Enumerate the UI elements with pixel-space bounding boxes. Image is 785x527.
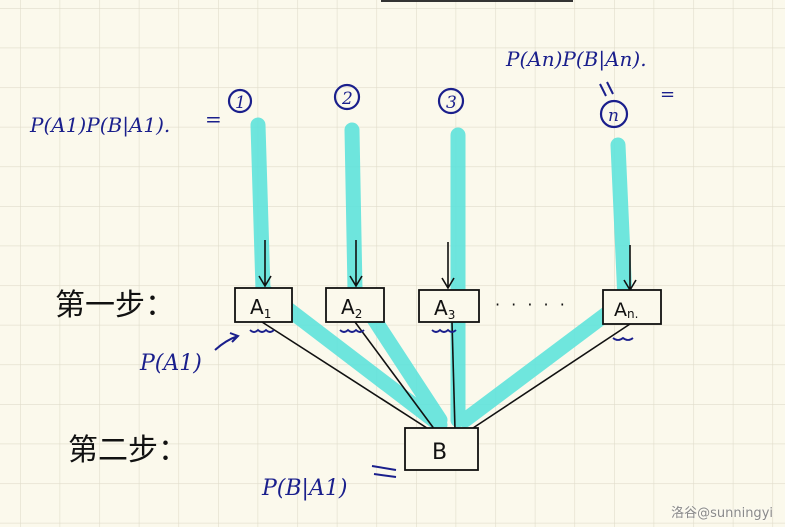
path1-equals: =: [205, 107, 222, 131]
node-a3: A3: [418, 289, 480, 323]
step-1-label: 第一步：: [55, 288, 175, 323]
circle-3-label: 3: [446, 93, 457, 113]
p-a1-arrow-icon: [214, 332, 240, 351]
svg-text:B: B: [432, 440, 447, 465]
top-bar: [381, 0, 573, 2]
circle-2-label: 2: [341, 89, 353, 109]
svg-text:A1: A1: [250, 295, 271, 321]
underline-marks: [249, 328, 634, 341]
pathn-equals-mark-icon: [599, 81, 614, 97]
edges: [258, 240, 637, 431]
path-number-circles: [227, 83, 629, 129]
svg-text:A2: A2: [341, 295, 362, 321]
watermark: 洛谷@sunningyi: [671, 506, 773, 521]
ellipsis: · · · · ·: [495, 295, 568, 314]
node-b: B: [404, 427, 479, 471]
svg-text:An.: An.: [614, 299, 638, 321]
pathn-equals: =: [660, 84, 675, 105]
p-b-a1-label: P(B|A1): [261, 476, 347, 501]
path1-formula: P(A1)P(B|A1).: [29, 113, 170, 138]
step-2-label: 第二步：: [68, 433, 188, 468]
node-a2: A2: [325, 287, 385, 323]
node-an: An.: [602, 289, 662, 325]
pathn-formula: P(An)P(B|An).: [505, 47, 647, 72]
svg-text:A3: A3: [434, 296, 455, 322]
circle-1-label: 1: [235, 93, 246, 113]
p-a1-label: P(A1): [139, 351, 202, 376]
p-b-a1-pointer-icon: [371, 465, 397, 478]
circle-n-label: n: [608, 106, 619, 126]
node-a1: A1: [234, 287, 293, 323]
